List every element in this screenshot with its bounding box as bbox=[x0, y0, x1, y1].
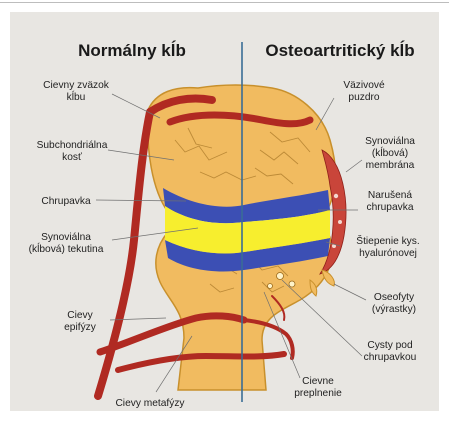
label-hyaluronic-split: Štiepenie kys. hyalurónovej bbox=[356, 234, 419, 259]
label-damaged-cartilage: Narušená chrupavka bbox=[366, 190, 413, 213]
label-subchondral-bone: Subchondriálna kosť bbox=[37, 140, 108, 163]
label-line: epifýzy bbox=[64, 322, 97, 333]
label-cysts: Cysty pod chrupavkou bbox=[364, 340, 417, 363]
leader-osteophytes bbox=[334, 284, 366, 300]
cyst bbox=[277, 273, 284, 280]
label-line: Synoviálna bbox=[41, 232, 91, 243]
label-line: puzdro bbox=[348, 92, 379, 103]
leader-synovial-membrane bbox=[346, 160, 362, 172]
label-vascular-congestion: Cievne preplnenie bbox=[294, 376, 342, 399]
label-line: Synoviálna bbox=[365, 136, 415, 147]
title-normal-joint: Normálny kĺb bbox=[78, 40, 186, 60]
label-line: chrupavkou bbox=[364, 352, 417, 363]
leader-cysts bbox=[282, 280, 362, 356]
label-line: Narušená bbox=[368, 190, 413, 201]
label-line: Oseofyty bbox=[374, 292, 415, 303]
label-line: (kĺbová) bbox=[372, 146, 408, 159]
cyst bbox=[289, 281, 295, 287]
label-line: Cievny zväzok bbox=[43, 80, 110, 91]
label-epiphysis-vessels: Cievy epifýzy bbox=[64, 310, 97, 333]
label-synovial-fluid: Synoviálna (kĺbová) tekutina bbox=[29, 232, 104, 255]
label-vessel-bundle: Cievny zväzok kĺbu bbox=[43, 80, 110, 103]
label-line: Chrupavka bbox=[41, 196, 91, 207]
cyst bbox=[268, 284, 273, 289]
label-synovial-membrane: Synoviálna (kĺbová) membrána bbox=[365, 136, 415, 171]
inflammation-dot bbox=[338, 220, 342, 224]
inflammation-dot bbox=[334, 194, 338, 198]
leader-fibrous-capsule bbox=[316, 98, 334, 130]
label-line: Subchondriálna bbox=[37, 140, 108, 151]
label-line: Štiepenie kys. bbox=[356, 234, 419, 247]
label-line: (výrastky) bbox=[372, 304, 416, 315]
label-osteophytes: Oseofyty (výrastky) bbox=[372, 292, 416, 315]
label-metaphysis-vessels: Cievy metafýzy bbox=[115, 398, 185, 409]
label-line: Cievy bbox=[67, 310, 93, 321]
label-line: kosť bbox=[62, 152, 82, 163]
label-line: hyalurónovej bbox=[359, 248, 417, 259]
label-line: Cysty pod bbox=[367, 340, 413, 351]
label-fibrous-capsule: Väzivové puzdro bbox=[343, 80, 385, 103]
label-line: Cievy metafýzy bbox=[115, 398, 185, 409]
label-line: membrána bbox=[366, 160, 415, 171]
label-line: Cievne bbox=[302, 376, 334, 387]
label-cartilage: Chrupavka bbox=[41, 196, 91, 207]
label-line: (kĺbová) tekutina bbox=[29, 242, 104, 255]
label-line: kĺbu bbox=[67, 90, 86, 103]
label-line: Väzivové bbox=[343, 80, 385, 91]
title-osteoarthritic-joint: Osteoartritický kĺb bbox=[265, 40, 414, 60]
label-line: preplnenie bbox=[294, 388, 342, 399]
label-line: chrupavka bbox=[366, 202, 413, 213]
